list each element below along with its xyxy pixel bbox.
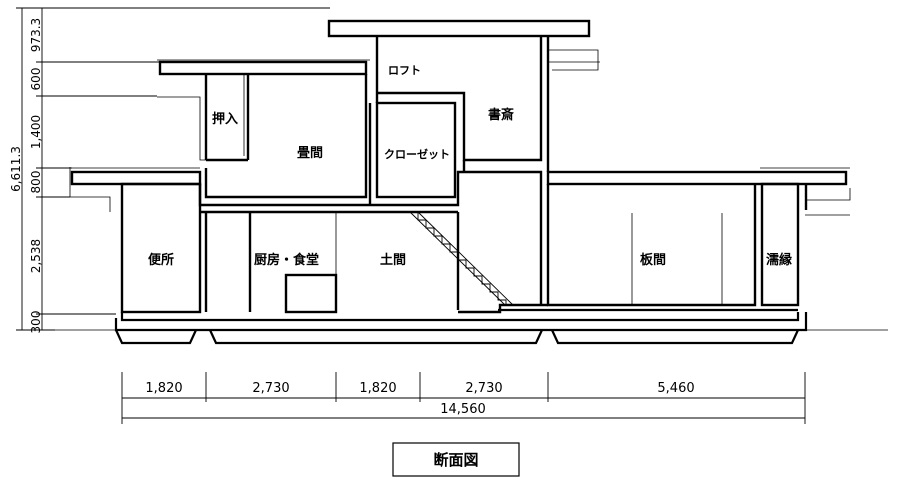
dim-h-total: 14,560 — [440, 402, 486, 417]
foundation — [114, 308, 808, 345]
dim-h-1: 1,820 — [145, 381, 182, 396]
dim-v-1: 973.3 — [29, 18, 43, 52]
dim-v-4: 800 — [29, 171, 43, 194]
main-roof-slab-right — [546, 170, 848, 186]
room-labels: ロフト 書斎 押入 畳間 クローゼット 便所 厨房・食堂 土間 板間 濡縁 — [148, 64, 792, 268]
dim-v-3: 1,400 — [29, 115, 43, 149]
horizontal-dimensions — [121, 372, 806, 424]
stair — [409, 211, 514, 306]
roof-slabs — [70, 19, 848, 186]
room-label-tatami: 畳間 — [297, 146, 323, 161]
dim-h-5: 5,460 — [657, 381, 694, 396]
room-label-toilet: 便所 — [148, 252, 174, 268]
title-box — [392, 442, 520, 477]
walls — [120, 36, 808, 314]
room-label-loft: ロフト — [388, 64, 421, 77]
room-label-closet: クローゼット — [384, 147, 450, 161]
drawing-title: 断面図 — [433, 451, 478, 469]
mid-roof-slab — [158, 60, 368, 76]
room-label-earthen-floor: 土間 — [380, 252, 406, 268]
room-label-veranda: 濡縁 — [766, 252, 792, 268]
vertical-dimensions — [16, 7, 330, 331]
upper-roof-slab — [327, 19, 591, 38]
room-label-study: 書斎 — [488, 107, 514, 123]
dim-v-6: 300 — [29, 311, 43, 334]
dim-h-3: 1,820 — [359, 381, 396, 396]
dim-v-5: 2,538 — [29, 239, 43, 273]
dim-v-total: 6,611.3 — [9, 146, 23, 192]
vertical-dimension-labels: 973.3 600 1,400 800 2,538 300 6,611.3 — [9, 18, 43, 334]
room-label-kitchen-dining: 厨房・食堂 — [254, 252, 319, 268]
dim-h-4: 2,730 — [465, 381, 502, 396]
room-label-board-floor: 板間 — [640, 252, 666, 268]
dim-h-2: 2,730 — [252, 381, 289, 396]
room-label-storage: 押入 — [212, 111, 238, 127]
horizontal-dimension-labels: 1,820 2,730 1,820 2,730 5,460 14,560 — [145, 381, 694, 417]
main-roof-slab-left — [70, 170, 202, 186]
dim-v-2: 600 — [29, 68, 43, 91]
